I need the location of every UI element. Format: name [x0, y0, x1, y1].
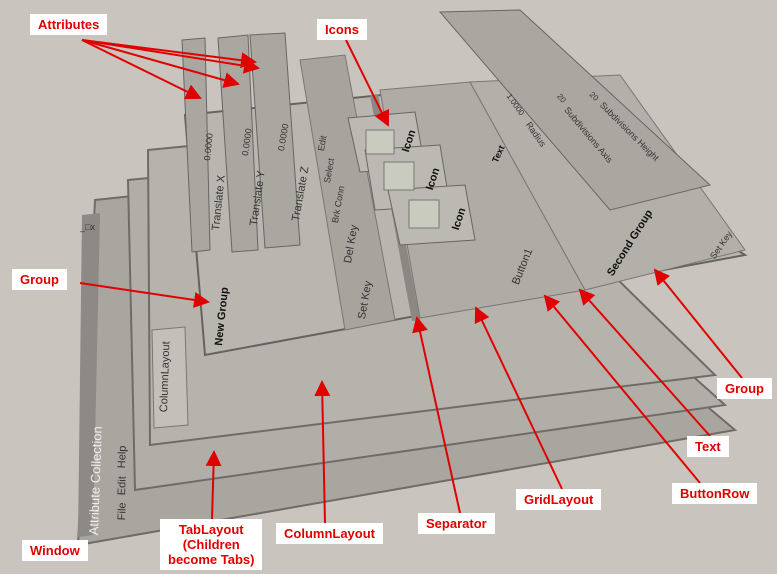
window-controls[interactable]: _□x [80, 222, 95, 232]
callout-icons: Icons [317, 19, 367, 40]
arrow-text [578, 288, 711, 437]
menu-file[interactable]: File [116, 502, 129, 521]
callout-gridlayout: GridLayout [516, 489, 602, 510]
key-buttons-column [299, 54, 396, 331]
arrow-attributes-4 [81, 39, 257, 69]
arrow-icons [345, 39, 389, 127]
tab-header [151, 326, 189, 429]
callout-group-left: Group [12, 269, 67, 290]
arrow-separator [412, 316, 461, 514]
arrow-attributes-1 [81, 39, 202, 100]
menu-edit[interactable]: Edit [116, 476, 129, 496]
callout-tablayout-line3: become Tabs) [168, 552, 255, 567]
arrow-group-right [653, 268, 743, 379]
arrow-group-left [79, 282, 210, 308]
callout-group-right: Group [717, 378, 772, 399]
callout-tablayout-line2: (Children [182, 537, 240, 552]
arrow-tablayout [205, 450, 222, 520]
callout-tablayout: TabLayout (Children become Tabs) [160, 519, 263, 570]
arrow-columnlayout [314, 380, 331, 524]
right-attribute-strips [438, 9, 712, 211]
callout-window: Window [22, 540, 88, 561]
arrow-buttonrow [543, 294, 701, 484]
arrow-gridlayout [474, 306, 563, 490]
window-titlebar [78, 213, 100, 537]
callout-separator: Separator [418, 513, 495, 534]
attribute-strip-z [249, 32, 301, 249]
callout-tablayout-line1: TabLayout [178, 522, 244, 537]
callout-text: Text [687, 436, 729, 457]
menu-help[interactable]: Help [116, 445, 129, 469]
callout-attributes: Attributes [30, 14, 108, 35]
callout-buttonrow: ButtonRow [672, 483, 758, 504]
attribute-strip-y [217, 34, 259, 253]
tab-column-layout[interactable]: ColumnLayout [158, 341, 173, 413]
callout-columnlayout: ColumnLayout [276, 523, 383, 544]
arrow-attributes-2 [81, 39, 240, 88]
